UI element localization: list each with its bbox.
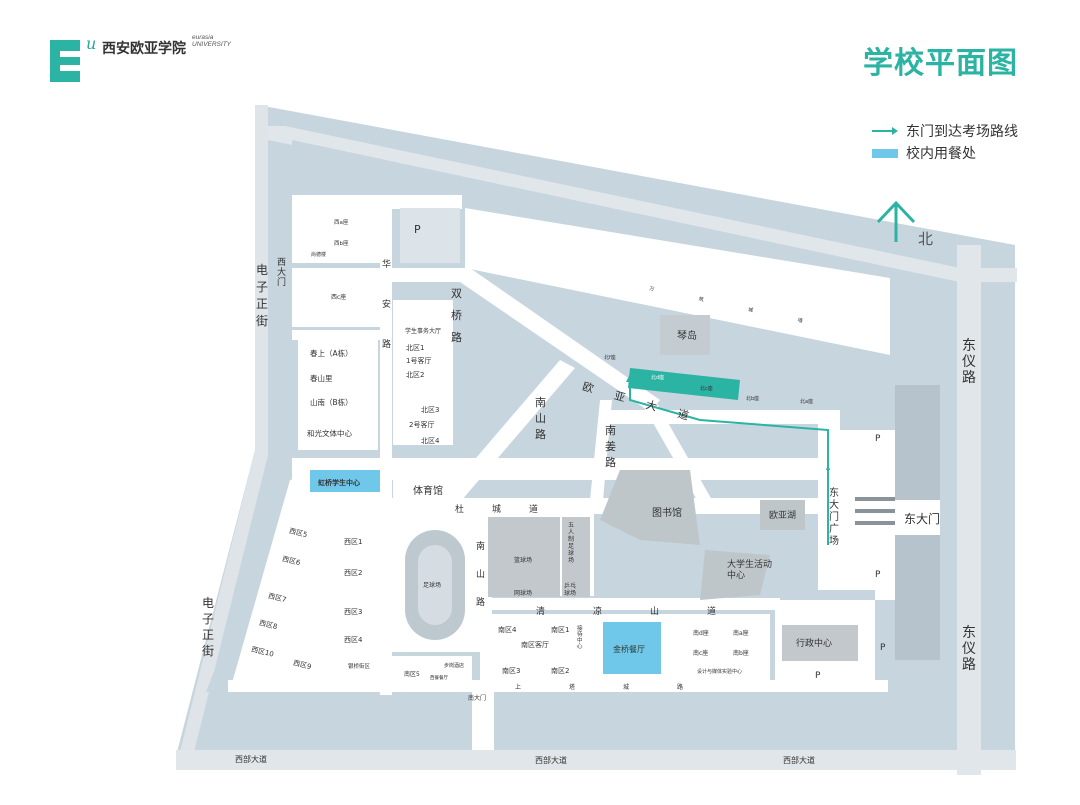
dongyi-road-south: 东仪路 xyxy=(962,625,976,673)
nanqu5-label: 南区5 xyxy=(404,671,420,678)
xibu-road-1: 西部大道 xyxy=(235,755,267,764)
jiebei-label: 接待中心 xyxy=(577,626,583,650)
bei-a-label: 北a座 xyxy=(800,399,814,405)
nanqu4-label: 南区4 xyxy=(498,626,517,634)
map-legend: 东门到达考场路线 校内用餐处 xyxy=(872,120,1018,164)
brand-u-glyph: u xyxy=(86,34,97,53)
nanqu2-label: 南区2 xyxy=(551,667,570,675)
west-gate-label: 西大门 xyxy=(277,258,287,288)
route-arrow-icon xyxy=(872,127,898,135)
kt1-label: 1号客厅 xyxy=(406,357,432,365)
nanshan-street-label: 南山路 xyxy=(476,542,486,608)
bei-b-label: 北b座 xyxy=(746,396,760,402)
dongmen-square-label: 东大门广场 xyxy=(829,488,839,547)
dining-swatch xyxy=(872,148,898,158)
eurasia-logo-mark xyxy=(50,40,80,82)
xi-b-label: 西b座 xyxy=(334,241,349,247)
beiqu3-label: 北区3 xyxy=(421,406,440,414)
nan-a-label: 南a座 xyxy=(733,630,749,637)
east-road xyxy=(957,245,981,775)
xingzheng-label: 行政中心 xyxy=(796,639,833,649)
chunshanli-label: 春山里 xyxy=(310,374,333,383)
daxuesheng-label: 大学生活动中心 xyxy=(727,560,773,581)
dongyi-road-north: 东仪路 xyxy=(962,338,976,386)
compass-label: 北 xyxy=(918,230,934,248)
south-gate-label: 南大门 xyxy=(468,695,487,702)
xibu-road-3: 西部大道 xyxy=(783,756,815,765)
huaan-road-label: 华安路 xyxy=(382,260,392,350)
shangcheng-road-label: 上塔城路 xyxy=(515,684,732,691)
wangqiuchang-label: 网球场 xyxy=(514,590,533,597)
xi-small-label: 尚德楼 xyxy=(311,252,327,258)
shaozhen-label: 步岗酒店 xyxy=(444,663,465,669)
parking-east-2: P xyxy=(875,570,881,580)
parking-east-1: P xyxy=(875,434,881,444)
east-gate-label: 东大门 xyxy=(904,512,941,526)
nan-d-label: 南d座 xyxy=(693,630,709,637)
pingpang-label: 乒乓球场 xyxy=(564,583,577,597)
dianzi-road-south: 电子正街 xyxy=(202,596,215,658)
legend-route: 东门到达考场路线 xyxy=(872,120,1018,142)
xiqu4-label: 西区4 xyxy=(344,636,363,644)
nanjiang-road-label: 南姜路 xyxy=(605,424,616,469)
dianzi-road-north: 电子正街 xyxy=(256,263,269,328)
north-road xyxy=(268,126,960,282)
qingliang-road-label: 清凉山道 xyxy=(536,607,765,617)
south-road xyxy=(176,750,1016,770)
xiqu1-label: 西区1 xyxy=(344,538,363,546)
yinqiao-label: 银桥街区 xyxy=(348,664,371,670)
qindao-label: 琴岛 xyxy=(677,331,697,342)
legend-dining: 校内用餐处 xyxy=(872,142,1018,164)
xuesheng-shiwu-label: 学生事务大厅 xyxy=(405,328,442,335)
xibu-road-2: 西部大道 xyxy=(535,756,567,765)
west-road xyxy=(176,105,268,768)
xiqu3-label: 西区3 xyxy=(344,608,363,616)
parking-east-3: P xyxy=(880,643,886,653)
tiyuguan-label: 体育馆 xyxy=(413,486,443,497)
nanshan-road-label: 南山路 xyxy=(535,396,546,441)
kt2-label: 2号客厅 xyxy=(409,421,435,429)
legend-route-label: 东门到达考场路线 xyxy=(906,124,1018,140)
beiqu4-label: 北区4 xyxy=(421,437,440,445)
sheji-label: 设计与媒体实验中心 xyxy=(697,669,743,675)
nan-c-label: 南c座 xyxy=(693,650,709,657)
heguang-label: 和光文体中心 xyxy=(307,429,352,438)
bei-d-label: 北d座 xyxy=(651,375,665,381)
tushuguan-label: 图书馆 xyxy=(652,508,682,519)
ducheng-road-label: 杜城道 xyxy=(455,505,567,515)
xi-c-label: 西c座 xyxy=(331,294,347,301)
xi-a-label: 西a座 xyxy=(334,220,349,226)
north-strip xyxy=(465,208,890,355)
small-food-label: 西餐餐厅 xyxy=(430,676,448,681)
beiqu2-label: 北区2 xyxy=(406,371,425,379)
legend-dining-label: 校内用餐处 xyxy=(906,146,976,162)
parking-south: P xyxy=(815,671,821,681)
xiqu2-label: 西区2 xyxy=(344,569,363,577)
lanqiuchang-label: 篮球场 xyxy=(514,557,533,564)
ouyahu-label: 欧亚湖 xyxy=(769,511,797,521)
parking-nw: P xyxy=(414,223,421,236)
bei-f-label: 北f座 xyxy=(604,355,616,361)
bei-c-label: 北c座 xyxy=(700,386,713,392)
jinqiao-label: 金桥餐厅 xyxy=(613,645,645,654)
chunshang-label: 春上（A栋） xyxy=(310,349,353,358)
page-title: 学校平面图 xyxy=(863,46,1018,81)
shannan-label: 山南（B栋） xyxy=(310,398,353,407)
nanqu3-label: 南区3 xyxy=(502,667,521,675)
wurenzhi-label: 五人制足球场 xyxy=(568,522,575,564)
north-compass-icon xyxy=(876,200,916,242)
nanqu-kt-label: 南区客厅 xyxy=(521,641,549,649)
nan-b-label: 南b座 xyxy=(733,650,749,657)
zuqiuchang-label: 足球场 xyxy=(423,582,442,589)
shuangqiao-road-label: 双桥路 xyxy=(451,287,462,344)
brand-name: 西安欧亚学院 xyxy=(102,41,186,57)
beiqu1-label: 北区1 xyxy=(406,344,425,352)
hongqiao-label: 虹桥学生中心 xyxy=(318,479,360,487)
nanqu1-label: 南区1 xyxy=(551,626,570,634)
